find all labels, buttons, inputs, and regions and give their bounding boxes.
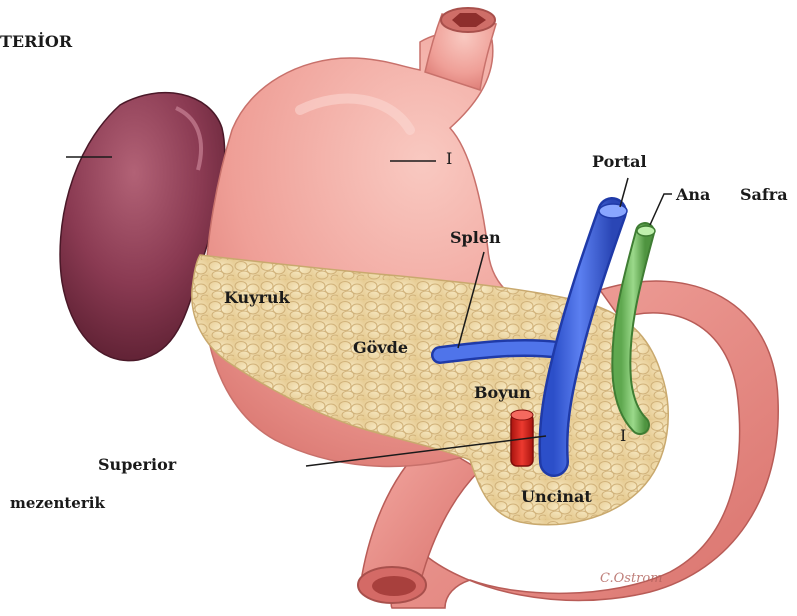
anterior-heading: TERİOR [0,34,72,50]
portal-leader [620,178,628,207]
superior-label: Superior [98,457,176,473]
portal-vein-end [599,204,627,218]
kuyruk-label: Kuyruk [224,290,290,306]
govde-label: Gövde [353,340,408,356]
splen-label: Splen [450,230,501,246]
artist-signature: C.Ostrom [600,571,663,586]
portal-label: Portal [592,154,647,170]
safra-label: Safra [740,187,788,203]
sma-artery-top [511,410,533,420]
bile-duct-leader [650,194,672,225]
jejunum-lumen-inner [372,576,416,596]
bile-duct-end [637,226,655,236]
splenic-vein-fill [440,348,560,355]
stomach-marker-label: I [446,151,452,167]
mezenterik-label: mezenterik [10,496,105,511]
boyun-label: Boyun [474,385,531,401]
ana-label: Ana [676,187,710,203]
uncinat-label: Uncinat [521,489,592,505]
bas-marker-label: I [620,428,626,444]
